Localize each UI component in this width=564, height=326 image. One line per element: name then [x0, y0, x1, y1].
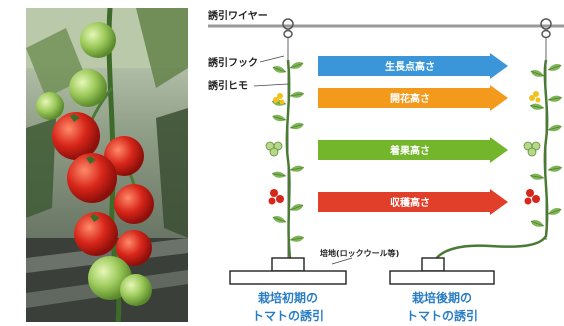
wire-label: 誘引ワイヤー — [208, 9, 268, 22]
height-arrow-label: 着果高さ — [389, 144, 430, 157]
late-plant — [432, 59, 563, 263]
late-caption-line2: トマトの誘引 — [406, 308, 478, 323]
late-trough — [389, 257, 495, 285]
early-hook — [282, 18, 294, 39]
early-caption: 栽培初期の トマトの誘引 — [252, 290, 324, 323]
early-caption-line2: トマトの誘引 — [252, 308, 324, 323]
height-arrow — [318, 53, 508, 79]
height-arrow-label: 開花高さ — [390, 92, 430, 105]
early-trough — [229, 257, 347, 285]
height-arrow — [318, 189, 508, 215]
late-hook — [540, 18, 552, 39]
late-caption: 栽培後期の トマトの誘引 — [406, 290, 478, 323]
early-caption-line1: 栽培初期の — [258, 290, 318, 305]
hook-label: 誘引フック — [208, 56, 258, 69]
tomato-photo — [26, 8, 188, 322]
height-arrow-label: 生長点高さ — [385, 60, 435, 73]
early-plant — [265, 59, 305, 259]
height-arrow — [318, 137, 508, 163]
string-label: 誘引ヒモ — [208, 79, 248, 92]
height-arrow — [318, 85, 508, 111]
medium-label: 培地(ロックウール等) — [320, 248, 399, 258]
late-caption-line1: 栽培後期の — [412, 290, 472, 305]
height-arrow-label: 収穫高さ — [390, 196, 430, 209]
